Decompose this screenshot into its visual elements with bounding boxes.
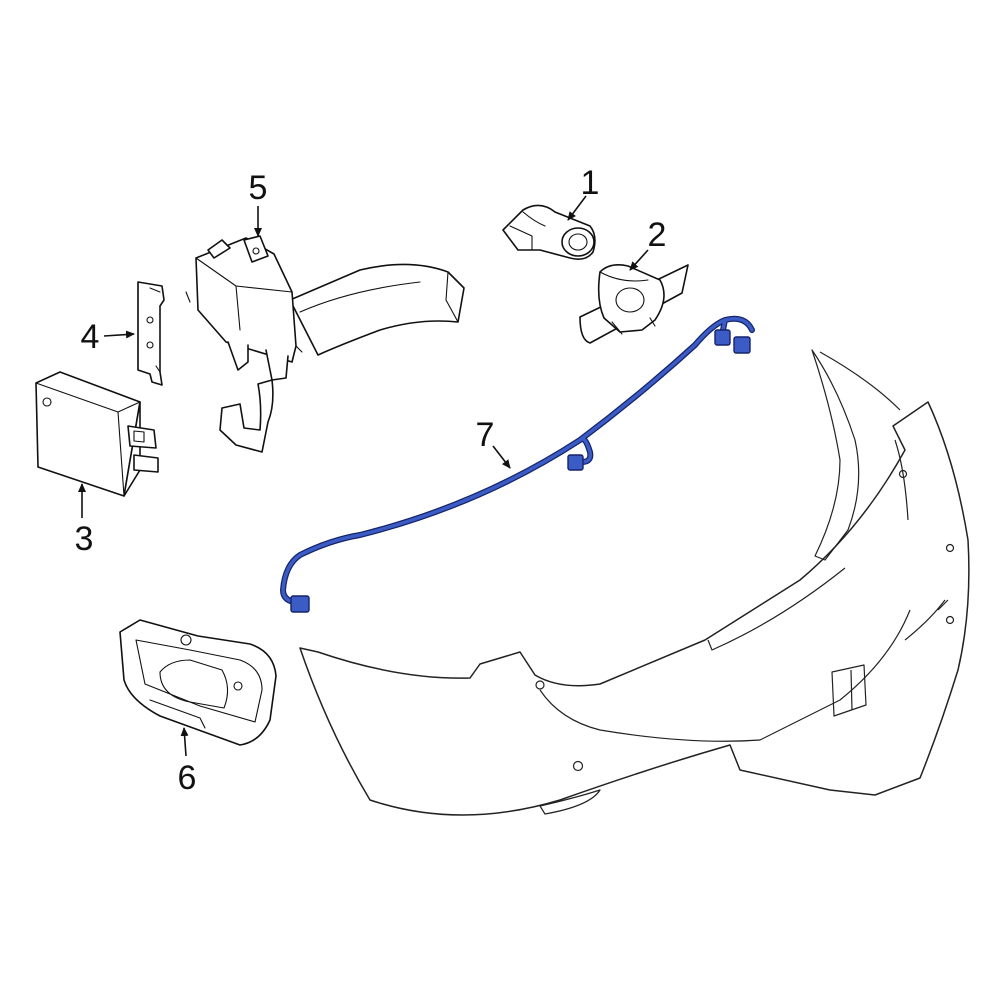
- rear-bumper-cover: [299, 349, 970, 816]
- callout-3: 3: [75, 520, 94, 558]
- leader-1: [567, 195, 587, 221]
- leader-6: [180, 727, 189, 757]
- sensor-retainer: [579, 264, 689, 344]
- callout-6: 6: [178, 759, 197, 797]
- leader-lines: [78, 195, 649, 757]
- harness-connector-left: [290, 595, 310, 613]
- harness-connector-right-b: [733, 336, 751, 354]
- parking-aid-module: [35, 371, 159, 497]
- harness-connector-right-a: [714, 329, 731, 346]
- module-bracket: [137, 281, 165, 386]
- leader-7: [492, 445, 511, 469]
- callout-2: 2: [648, 216, 667, 254]
- mounting-bracket: [185, 235, 465, 453]
- callout-1: 1: [581, 164, 600, 202]
- harness-outline: [280, 315, 755, 606]
- park-sensor: [502, 204, 596, 260]
- callout-5: 5: [249, 169, 268, 207]
- callout-4: 4: [81, 318, 100, 356]
- callout-7: 7: [476, 416, 495, 454]
- leader-2: [629, 249, 649, 271]
- callout-labels: 1 2 3 4 5 6 7: [75, 164, 667, 797]
- sensor-housing: [119, 619, 277, 746]
- wiring-harness: [280, 315, 755, 613]
- leader-4: [103, 330, 135, 339]
- harness-core: [281, 317, 754, 605]
- harness-connector-center: [567, 454, 584, 471]
